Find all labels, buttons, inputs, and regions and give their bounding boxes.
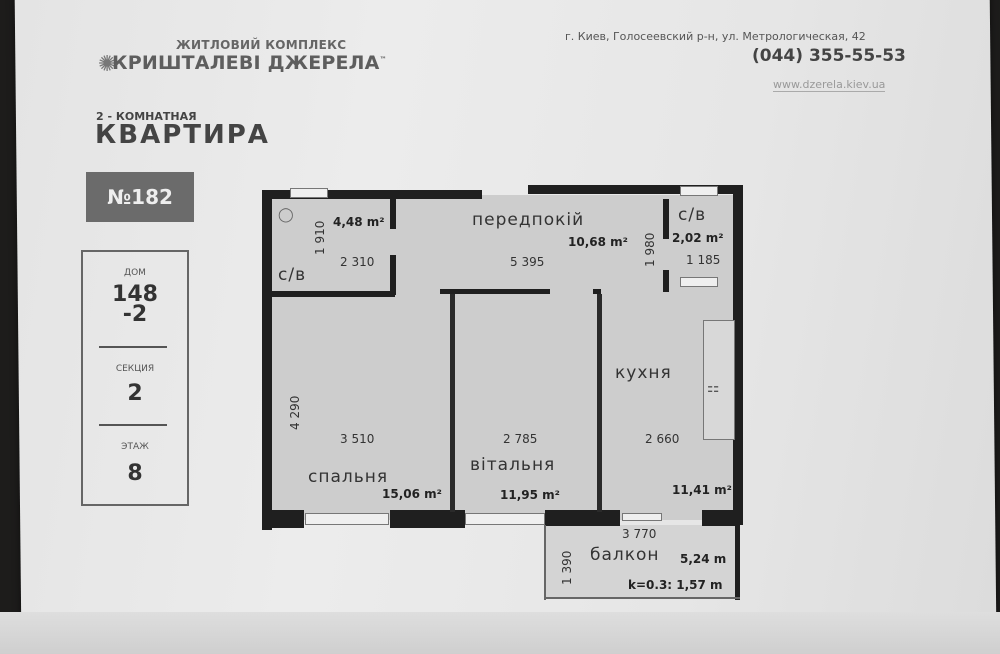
living-room-name: вітальня (470, 455, 556, 475)
wall-corridor (440, 289, 550, 294)
hallway-name: передпокій (472, 210, 585, 230)
complex-name-text: КРИШТАЛЕВІ ДЖЕРЕЛА (112, 52, 380, 74)
wall-wc (663, 270, 669, 292)
window (680, 186, 718, 196)
balcony-dim-height: 1 390 (560, 550, 574, 585)
bathroom-name: с/в (278, 265, 307, 285)
living-room-area: 11,95 m² (500, 488, 560, 502)
balcony-rail (735, 525, 740, 600)
wall-corridor (593, 289, 601, 294)
section-value: 2 (127, 381, 143, 406)
bedroom-dim-width: 3 510 (340, 432, 375, 446)
house-value-line1: 148 (112, 282, 158, 307)
wall-bottom (545, 510, 620, 526)
balcony-dim-width: 3 770 (622, 527, 657, 541)
wall-bottom (262, 510, 304, 528)
bedroom-dim-height: 4 290 (288, 395, 302, 430)
floor-value: 8 (127, 461, 143, 486)
wall-partition (597, 294, 602, 512)
hallway-dim-width: 5 395 (510, 255, 545, 269)
stove-icon: ⚏ (707, 380, 720, 396)
kitchen-counter (703, 320, 735, 440)
window (305, 513, 389, 525)
window (622, 513, 662, 521)
kitchen-dim-width: 2 660 (645, 432, 680, 446)
wall-right (733, 185, 743, 525)
house-label: ДОМ (124, 268, 146, 278)
address: г. Киев, Голосеевский р-н, ул. Метрологи… (565, 30, 866, 43)
bathroom-dim-width: 2 310 (340, 255, 375, 269)
bedroom-name: спальня (308, 467, 389, 487)
toilet-icon: ◯ (278, 207, 294, 223)
apartment-number-badge: №182 (86, 172, 194, 222)
balcony-name: балкон (590, 545, 660, 565)
paper-bottom-edge (0, 612, 1000, 654)
hallway-area: 10,68 m² (568, 235, 628, 249)
wall-bathroom (390, 199, 396, 229)
wall-top-right (528, 185, 743, 194)
balcony-edge (544, 525, 546, 600)
divider (99, 424, 167, 426)
balcony-area (546, 525, 738, 597)
wall-bathroom-bottom (270, 291, 395, 297)
balcony-area: 5,24 m (680, 552, 727, 566)
bedroom-area: 15,06 m² (382, 487, 442, 501)
balcony-edge (544, 597, 740, 599)
bathroom-area: 4,48 m² (333, 215, 385, 229)
window (465, 513, 545, 525)
window (680, 277, 718, 287)
apartment-type: 2 - КОМНАТНАЯ (96, 110, 197, 123)
wc-name: с/в (678, 205, 707, 225)
info-card: ДОМ 148 -2 СЕКЦИЯ 2 ЭТАЖ 8 (81, 250, 189, 506)
trademark: ™ (379, 55, 387, 64)
window (290, 188, 328, 198)
floor-plan: ⚏ ◯ 4,48 m² 1 910 2 310 с/в передпокій 1… (260, 185, 745, 600)
bathroom-dim-height: 1 910 (313, 220, 327, 255)
kitchen-area: 11,41 m² (672, 483, 732, 497)
complex-name: КРИШТАЛЕВІ ДЖЕРЕЛА™ (112, 52, 387, 74)
phone-number: (044) 355-55-53 (752, 46, 906, 66)
floor-label: ЭТАЖ (121, 442, 149, 452)
wall-left (262, 190, 272, 530)
sun-icon: ✺ (98, 52, 117, 77)
wall-bottom (702, 510, 737, 526)
complex-subtitle: ЖИТЛОВИЙ КОМПЛЕКС (176, 38, 347, 52)
balcony-coefficient: k=0.3: 1,57 m (628, 578, 723, 592)
hallway-dim-height: 1 980 (643, 232, 657, 267)
website-link[interactable]: www.dzerela.kiev.ua (773, 78, 886, 92)
divider (99, 346, 167, 348)
wc-dim-width: 1 185 (686, 253, 721, 267)
wc-area: 2,02 m² (672, 231, 724, 245)
wall-wc (663, 199, 669, 239)
wall-bottom (390, 510, 465, 528)
apartment-title: КВАРТИРА (95, 120, 270, 150)
wall-partition (450, 294, 455, 512)
kitchen-name: кухня (615, 363, 672, 383)
house-value-line2: -2 (122, 302, 148, 327)
wall-bathroom (390, 255, 396, 295)
living-room-dim-width: 2 785 (503, 432, 538, 446)
section-label: СЕКЦИЯ (115, 364, 155, 374)
plan-floor (270, 195, 735, 520)
wall-top-left (262, 190, 482, 199)
